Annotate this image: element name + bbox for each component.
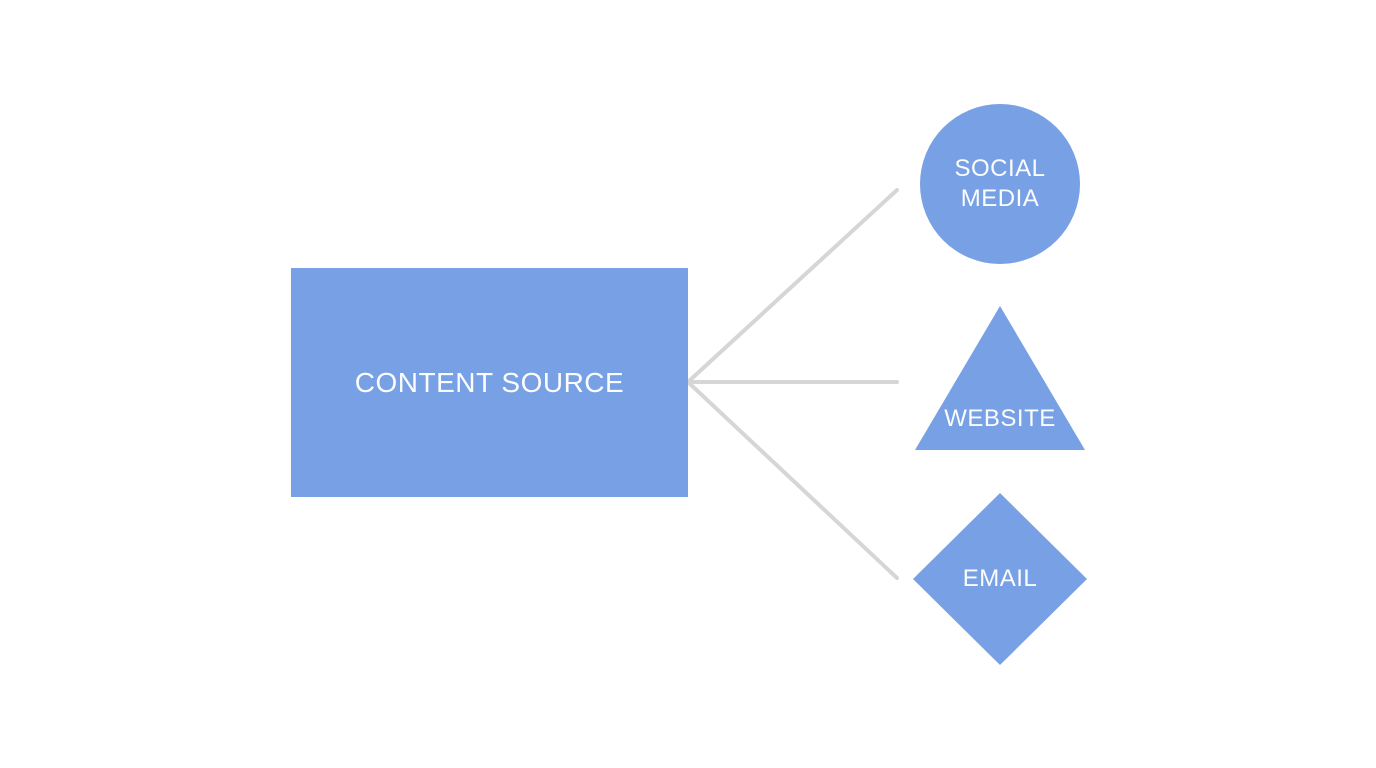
- node-social-media: SOCIAL MEDIA: [920, 104, 1080, 264]
- connector-content-source-to-social-media: [686, 188, 899, 384]
- node-email-label: EMAIL: [962, 565, 1038, 592]
- node-social-media-label: SOCIAL MEDIA: [954, 155, 1046, 212]
- node-content-source-label: CONTENT SOURCE: [354, 367, 625, 398]
- node-website-label: WEBSITE: [944, 405, 1056, 432]
- node-content-source: CONTENT SOURCE: [291, 268, 688, 497]
- connector-content-source-to-email: [686, 380, 899, 580]
